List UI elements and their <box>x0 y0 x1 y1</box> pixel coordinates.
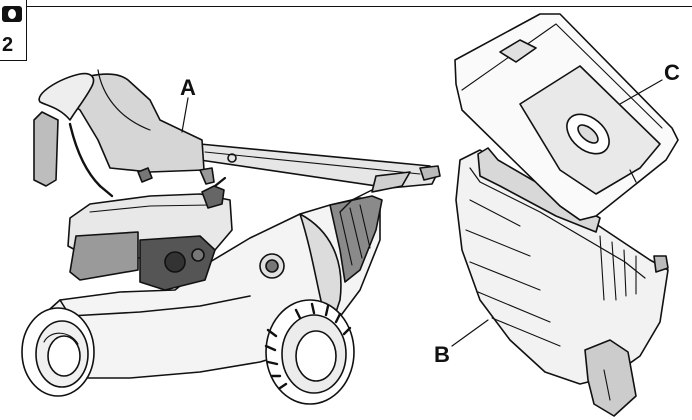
leader-line-a <box>181 97 189 133</box>
leader-line-b <box>451 319 489 347</box>
rear-cover <box>329 195 383 283</box>
catcher-spout <box>584 339 637 417</box>
catcher-handle-loop <box>38 72 95 121</box>
front-wheel <box>21 307 95 397</box>
label-a: A <box>180 75 196 100</box>
figure-tag: 2 <box>0 0 27 61</box>
figure-number: 2 <box>2 34 14 56</box>
engine-cover-window <box>69 231 139 281</box>
handle-lower-strut <box>371 171 411 193</box>
lid-handle-slot <box>499 39 537 63</box>
book-icon <box>2 6 22 22</box>
lawnmower <box>21 69 441 405</box>
rear-wheel <box>264 299 355 405</box>
label-b: B <box>434 342 450 367</box>
label-c: C <box>664 60 680 85</box>
top-border-line <box>26 6 692 7</box>
leader-line-c <box>619 79 663 105</box>
catcher-strap <box>33 111 59 187</box>
catcher-assembly <box>454 13 679 417</box>
fuel-cap <box>201 185 225 209</box>
